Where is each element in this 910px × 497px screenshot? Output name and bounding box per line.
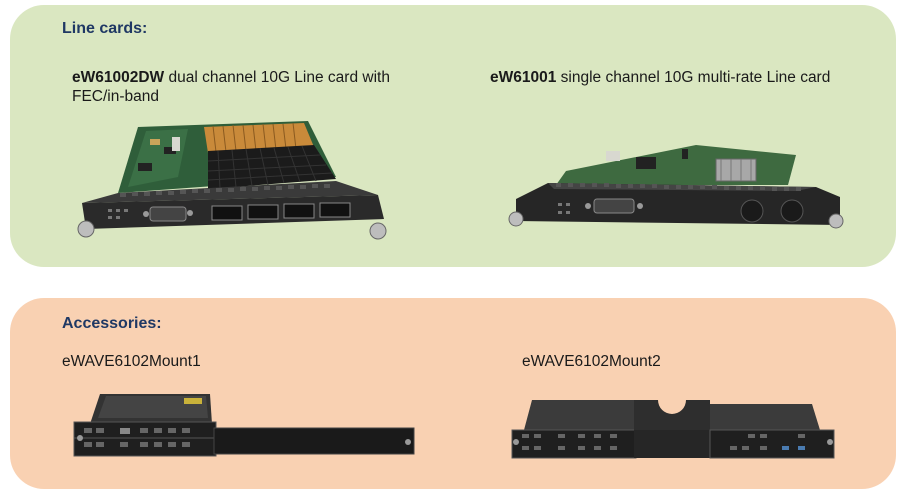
line-card-2-model: eW61001	[490, 69, 557, 86]
line-card-2-image	[496, 145, 856, 235]
accessories-panel: Accessories: eWAVE6102Mount1 eWAVE6102Mo…	[10, 298, 896, 489]
line-card-1-description: dual channel 10G Line card with FEC/in-b…	[72, 69, 390, 105]
line-cards-panel: Line cards: eW61002DW dual channel 10G L…	[10, 5, 896, 267]
line-card-1-model: eW61002DW	[72, 69, 165, 86]
accessory-2-image	[498, 398, 848, 464]
accessory-1-image	[60, 394, 420, 460]
accessory-1-caption: eWAVE6102Mount1	[62, 353, 201, 370]
accessories-title: Accessories:	[62, 315, 162, 332]
line-card-1-caption: eW61002DW dual channel 10G Line card wit…	[72, 68, 432, 106]
line-card-2-caption: eW61001 single channel 10G multi-rate Li…	[490, 68, 870, 87]
line-cards-title: Line cards:	[62, 20, 148, 37]
accessory-2-caption: eWAVE6102Mount2	[522, 353, 661, 370]
line-card-1-image	[68, 117, 388, 245]
line-card-2-description: single channel 10G multi-rate Line card	[556, 69, 831, 86]
